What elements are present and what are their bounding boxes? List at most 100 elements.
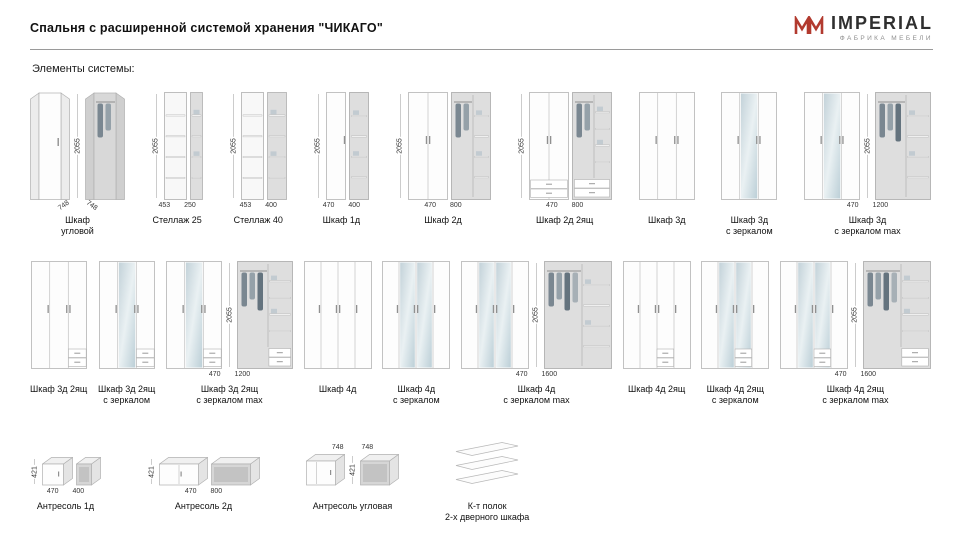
- bottom-dimensions: [98, 369, 155, 381]
- dimension-label: 453: [158, 202, 171, 209]
- item-label: Шкаф 4д 2ящ: [627, 384, 686, 394]
- dimension-label: 748: [57, 199, 71, 212]
- bottom-dimensions: [382, 369, 450, 381]
- item-illustration: 2055: [804, 92, 931, 200]
- bottom-dimensions: [639, 200, 695, 212]
- item-illustration: [454, 442, 520, 486]
- dimension-label: 1200: [872, 202, 889, 209]
- wardrobe-closed-view: [638, 92, 695, 200]
- wardrobe-closed-view: [407, 92, 448, 200]
- wardrobe-closed-view: [804, 92, 860, 200]
- dimension-label: 748: [361, 444, 374, 451]
- item-illustration: [701, 261, 770, 369]
- corner-wardrobe-open-view: [85, 92, 125, 200]
- item-label: Антресоль 2д: [174, 501, 233, 511]
- wardrobe-closed-view: [166, 261, 222, 369]
- catalog-item: Шкаф 4д: [303, 261, 372, 409]
- wardrobe-open-view: [450, 92, 491, 200]
- wardrobe-open-view: [863, 261, 931, 369]
- wardrobe-closed-view: [780, 261, 848, 369]
- height-dimension: 421: [147, 457, 156, 486]
- item-label: Антресоль 1д: [36, 501, 95, 511]
- cabinet-open-view: [76, 457, 101, 486]
- height-dimension: 2055: [314, 92, 323, 200]
- bottom-dimensions: [701, 369, 769, 381]
- brand-tagline: ФАБРИКА МЕБЕЛИ: [839, 35, 933, 42]
- dimension-label: 400: [265, 202, 277, 209]
- wardrobe-closed-view: [303, 261, 372, 369]
- dimension-label: 400: [72, 488, 85, 495]
- top-dimensions: 748 748: [306, 444, 399, 454]
- dimension-label: 470: [515, 371, 528, 378]
- item-illustration: [382, 261, 451, 369]
- wardrobe-open-view: [875, 92, 931, 200]
- wardrobe-open-view: [237, 261, 293, 369]
- item-illustration: [638, 92, 695, 200]
- height-dimension: 2055: [152, 92, 161, 200]
- height-dimension: 2055: [396, 92, 405, 200]
- shelf-set-view: [456, 442, 519, 484]
- dimension-label: 800: [210, 488, 223, 495]
- catalog-item: Шкаф 3д: [638, 92, 695, 240]
- dimension-label: 748: [331, 444, 344, 451]
- height-dimension: 2055: [225, 261, 234, 369]
- cabinet-closed-view: [42, 457, 73, 486]
- wardrobe-open-view: [572, 92, 613, 200]
- item-illustration: [721, 92, 778, 200]
- item-illustration: 2055: [30, 92, 125, 200]
- item-illustration: 421: [147, 457, 260, 486]
- height-dimension: 2055: [863, 92, 872, 200]
- height-dimension: 421: [348, 454, 357, 486]
- dimension-label: 800: [450, 202, 462, 209]
- cabinet-open-view: [360, 454, 399, 486]
- height-dimension: 2055: [229, 92, 238, 200]
- item-label: Стеллаж 40: [233, 215, 283, 225]
- wardrobe-closed-view: [622, 261, 691, 369]
- item-illustration: 2055: [396, 92, 491, 200]
- item-illustration: 2055: [229, 92, 288, 200]
- dimension-label: 400: [348, 202, 361, 209]
- wardrobe-closed-view: [98, 261, 155, 369]
- catalog-item: Шкаф 3д 2ящ: [30, 261, 87, 409]
- item-label: Шкаф 1д: [322, 215, 361, 225]
- dimension-label: 800: [571, 202, 584, 209]
- height-dimension: 2055: [73, 92, 82, 200]
- height-dimension: 2055: [851, 261, 860, 369]
- item-label: Шкаф 2д: [424, 215, 462, 225]
- wardrobe-closed-view: [529, 92, 570, 200]
- item-label: Шкаф 2д 2ящ: [535, 215, 594, 225]
- corner-wardrobe-closed-view: [30, 92, 70, 200]
- wardrobe-closed-view: [721, 92, 778, 200]
